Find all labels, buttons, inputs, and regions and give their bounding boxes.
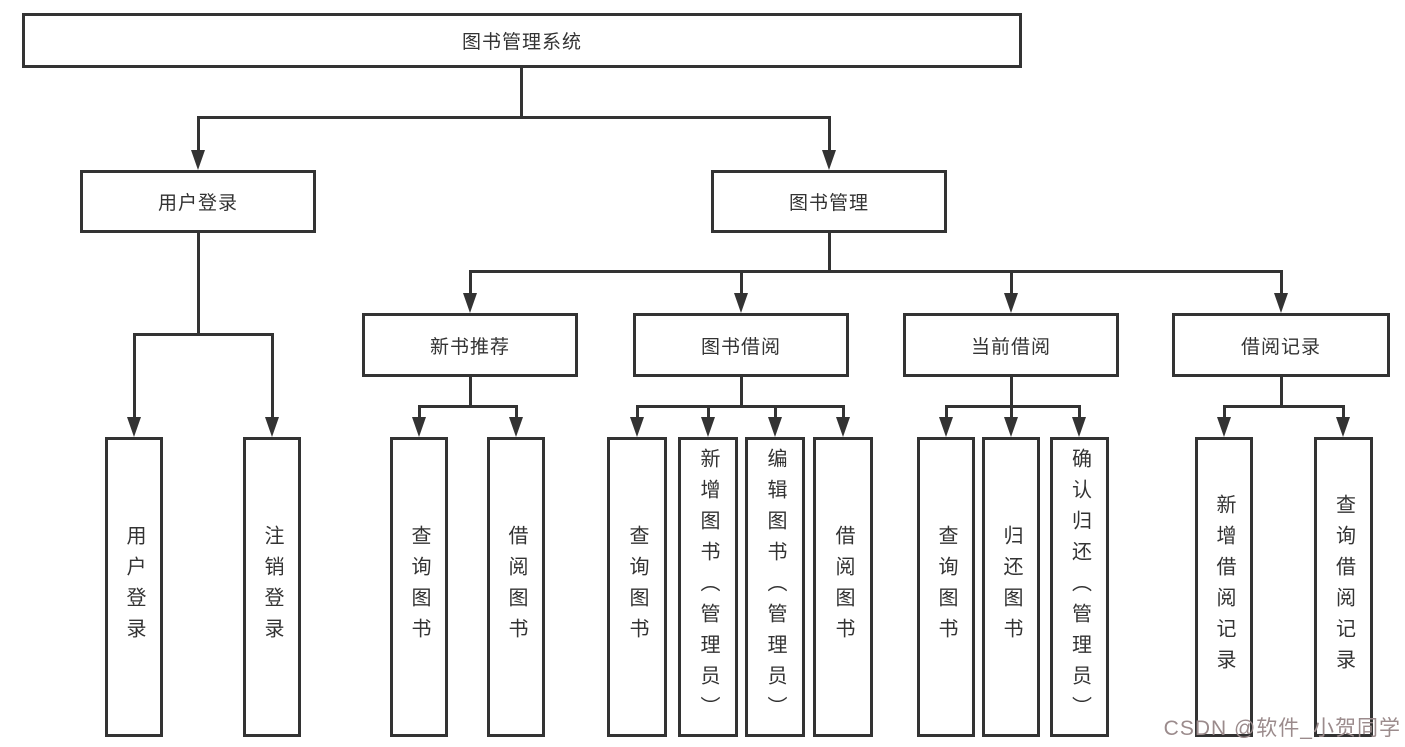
- leaf-query-books-current: 查询图书: [917, 437, 975, 737]
- node-borrow-records: 借阅记录: [1172, 313, 1390, 377]
- leaf-return-books: 归还图书: [982, 437, 1040, 737]
- connector-user-login-stem: [197, 233, 200, 335]
- arrow-down-icon: [463, 293, 477, 313]
- connector-stub: [945, 405, 948, 421]
- connector-recommend-stem: [469, 377, 472, 407]
- arrow-down-icon: [1274, 293, 1288, 313]
- connector-book-management-stem: [828, 233, 831, 272]
- leaf-confirm-return-admin-label: 确认归还（管理员）: [1068, 447, 1091, 727]
- connector-user-login-horizontal: [133, 333, 274, 336]
- arrow-down-icon: [939, 417, 953, 437]
- connector-drop-book-borrow: [740, 270, 743, 296]
- leaf-user-login-label: 用户登录: [123, 525, 145, 649]
- connector-drop-user-login: [197, 116, 200, 153]
- connector-drop-leaf-logout: [271, 333, 274, 420]
- arrow-down-icon: [836, 417, 850, 437]
- leaf-borrow-books-label: 借阅图书: [832, 525, 854, 649]
- leaf-query-books-borrow-label: 查询图书: [626, 525, 648, 649]
- arrow-down-icon: [630, 417, 644, 437]
- connector-borrow-horizontal: [636, 405, 845, 408]
- arrow-down-icon: [509, 417, 523, 437]
- connector-stub: [1078, 405, 1081, 421]
- leaf-query-borrow-record: 查询借阅记录: [1314, 437, 1373, 737]
- leaf-edit-books-admin-label: 编辑图书（管理员）: [764, 447, 786, 727]
- leaf-add-borrow-record-label: 新增借阅记录: [1213, 494, 1235, 680]
- leaf-query-books-recommend-label: 查询图书: [408, 525, 430, 649]
- arrow-down-icon: [822, 150, 836, 170]
- csdn-watermark: CSDN @软件_小贺同学: [1163, 717, 1401, 740]
- arrow-down-icon: [127, 417, 141, 437]
- leaf-query-borrow-record-label: 查询借阅记录: [1332, 494, 1355, 680]
- arrow-down-icon: [1004, 293, 1018, 313]
- connector-current-stem: [1010, 377, 1013, 407]
- connector-stub: [707, 405, 710, 421]
- node-user-login-label: 用户登录: [157, 193, 238, 214]
- connector-level1-horizontal: [197, 116, 830, 119]
- node-new-book-recommend-label: 新书推荐: [429, 336, 510, 358]
- leaf-logout: 注销登录: [243, 437, 301, 737]
- connector-root-stem: [520, 68, 523, 118]
- leaf-query-books-current-label: 查询图书: [935, 525, 957, 649]
- connector-stub: [842, 405, 845, 421]
- arrow-down-icon: [1072, 417, 1086, 437]
- leaf-return-books-label: 归还图书: [1000, 525, 1022, 649]
- leaf-query-books-recommend: 查询图书: [390, 437, 448, 737]
- connector-level3-horizontal: [469, 270, 1283, 273]
- arrow-down-icon: [412, 417, 426, 437]
- leaf-borrow-books-recommend-label: 借阅图书: [505, 525, 527, 649]
- connector-stub: [418, 405, 421, 421]
- connector-records-horizontal: [1223, 405, 1345, 408]
- leaf-query-books-borrow: 查询图书: [607, 437, 667, 737]
- arrow-down-icon: [768, 417, 782, 437]
- connector-stub: [1342, 405, 1345, 421]
- leaf-confirm-return-admin: 确认归还（管理员）: [1050, 437, 1109, 737]
- node-borrow-records-label: 借阅记录: [1240, 336, 1321, 358]
- leaf-edit-books-admin: 编辑图书（管理员）: [745, 437, 805, 737]
- node-book-borrow: 图书借阅: [633, 313, 849, 377]
- leaf-add-books-admin-label: 新增图书（管理员）: [697, 447, 719, 727]
- node-root-system: 图书管理系统: [22, 13, 1022, 68]
- connector-drop-new-book-recommend: [469, 270, 472, 296]
- arrow-down-icon: [1336, 417, 1350, 437]
- connector-recommend-horizontal: [418, 405, 518, 408]
- connector-stub: [1010, 405, 1013, 421]
- leaf-borrow-books-recommend: 借阅图书: [487, 437, 545, 737]
- arrow-down-icon: [1004, 417, 1018, 437]
- connector-drop-borrow-records: [1280, 270, 1283, 296]
- connector-drop-book-management: [828, 116, 831, 153]
- node-current-borrow-label: 当前借阅: [970, 336, 1051, 358]
- node-book-management: 图书管理: [711, 170, 947, 233]
- node-current-borrow: 当前借阅: [903, 313, 1119, 377]
- connector-stub: [774, 405, 777, 421]
- leaf-borrow-books: 借阅图书: [813, 437, 873, 737]
- leaf-user-login: 用户登录: [105, 437, 163, 737]
- arrow-down-icon: [1217, 417, 1231, 437]
- connector-borrow-stem: [740, 377, 743, 407]
- connector-stub: [636, 405, 639, 421]
- node-root-label: 图书管理系统: [461, 32, 582, 53]
- connector-drop-leaf-user-login: [133, 333, 136, 420]
- arrow-down-icon: [701, 417, 715, 437]
- arrow-down-icon: [191, 150, 205, 170]
- arrow-down-icon: [734, 293, 748, 313]
- arrow-down-icon: [265, 417, 279, 437]
- node-user-login: 用户登录: [80, 170, 316, 233]
- connector-drop-current-borrow: [1010, 270, 1013, 296]
- node-new-book-recommend: 新书推荐: [362, 313, 578, 377]
- connector-records-stem: [1280, 377, 1283, 407]
- connector-stub: [515, 405, 518, 421]
- connector-stub: [1223, 405, 1226, 421]
- leaf-add-books-admin: 新增图书（管理员）: [678, 437, 738, 737]
- leaf-add-borrow-record: 新增借阅记录: [1195, 437, 1253, 737]
- node-book-management-label: 图书管理: [788, 193, 869, 214]
- leaf-logout-label: 注销登录: [261, 525, 283, 649]
- node-book-borrow-label: 图书借阅: [700, 336, 781, 358]
- connector-current-horizontal: [945, 405, 1081, 408]
